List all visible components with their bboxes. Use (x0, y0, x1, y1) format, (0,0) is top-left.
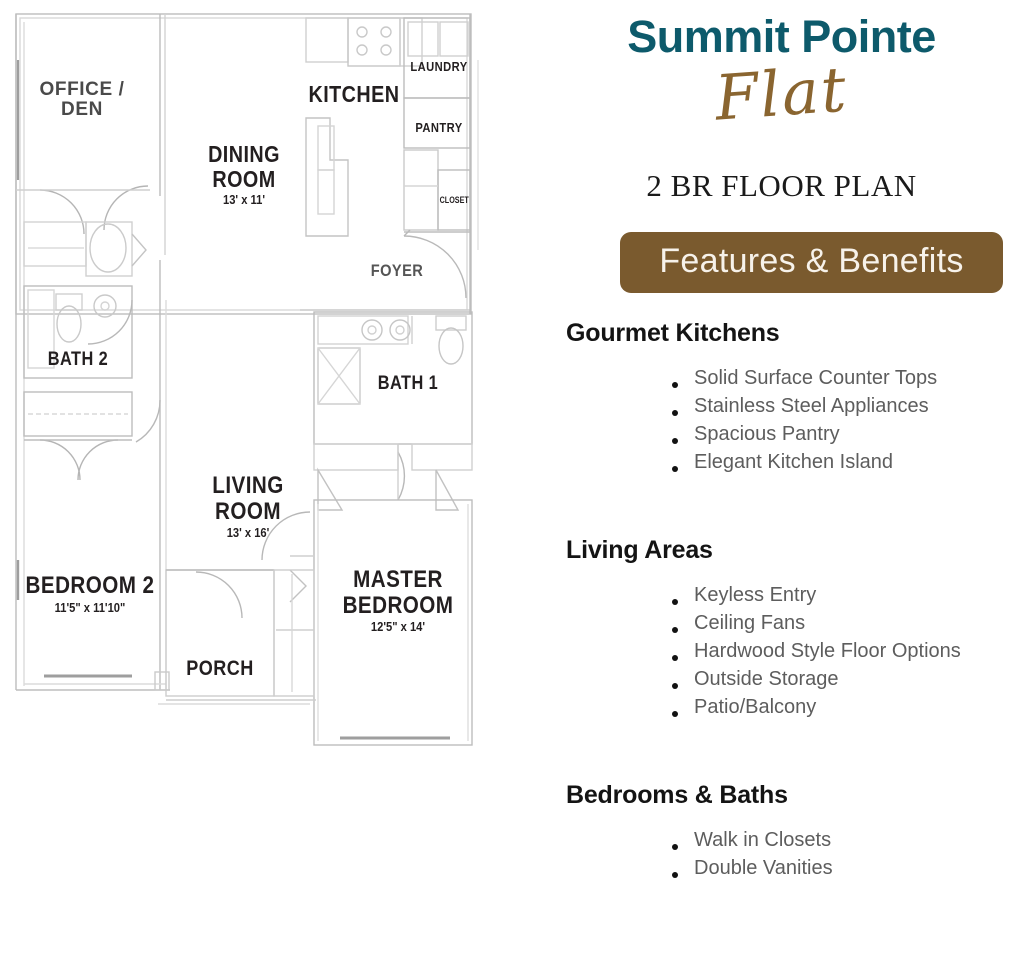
list-item: Stainless Steel Appliances (666, 392, 1023, 420)
room-label-foyer: FOYER (370, 261, 424, 280)
room-label-closet: CLOSET (439, 195, 469, 205)
list-item: Elegant Kitchen Island (666, 448, 1023, 476)
room-label-bedroom-2: BEDROOM 2 11'5" x 11'10" (25, 572, 155, 615)
section-spacer (540, 476, 1023, 510)
list-item: Walk in Closets (666, 826, 1023, 854)
list-item: Patio/Balcony (666, 693, 1023, 721)
list-item: Ceiling Fans (666, 609, 1023, 637)
brand-title: Summit Pointe (627, 11, 936, 62)
room-label-office-den: OFFICE / DEN (39, 79, 125, 121)
floor-plan-drawing: OFFICE / DEN DINING ROOM 13' x 11' KITCH… (15, 13, 479, 746)
room-label-living-room: LIVING ROOM 13' x 16' (212, 472, 284, 541)
section-heading: Living Areas (566, 535, 713, 564)
floor-plan-svg (15, 13, 479, 746)
feature-list: Solid Surface Counter Tops Stainless Ste… (566, 364, 1023, 476)
marketing-panel: Summit Pointe Flat 2 BR FLOOR PLAN Featu… (540, 0, 1023, 962)
list-item: Spacious Pantry (666, 420, 1023, 448)
section-gourmet-kitchens: Gourmet Kitchens Solid Surface Counter T… (566, 319, 1023, 476)
room-label-bath-2: BATH 2 (47, 349, 109, 370)
list-item: Solid Surface Counter Tops (666, 364, 1023, 392)
section-heading: Bedrooms & Baths (566, 780, 788, 809)
features-benefits-banner: Features & Benefits (620, 231, 1003, 293)
section-heading: Gourmet Kitchens (566, 318, 780, 347)
list-item: Hardwood Style Floor Options (666, 637, 1023, 665)
room-label-porch: PORCH (186, 657, 254, 680)
room-label-pantry: PANTRY (415, 120, 463, 135)
list-item: Double Vanities (666, 854, 1023, 882)
room-label-kitchen: KITCHEN (308, 81, 400, 107)
list-item: Keyless Entry (666, 581, 1023, 609)
brand-script-flat: Flat (712, 52, 851, 135)
section-living-areas: Living Areas Keyless Entry Ceiling Fans … (566, 536, 1023, 721)
plan-type-heading: 2 BR FLOOR PLAN (646, 167, 917, 203)
section-spacer (540, 721, 1023, 755)
room-label-dining-room: DINING ROOM 13' x 11' (208, 141, 280, 208)
room-label-laundry: LAUNDRY (410, 59, 468, 74)
feature-list: Keyless Entry Ceiling Fans Hardwood Styl… (566, 581, 1023, 721)
list-item: Outside Storage (666, 665, 1023, 693)
section-bedrooms-baths: Bedrooms & Baths Walk in Closets Double … (566, 781, 1023, 882)
features-banner-label: Features & Benefits (659, 241, 964, 280)
room-label-bath-1: BATH 1 (377, 373, 439, 394)
feature-list: Walk in Closets Double Vanities (566, 826, 1023, 882)
room-label-master-bedroom: MASTER BEDROOM 12'5" x 14' (342, 566, 454, 635)
